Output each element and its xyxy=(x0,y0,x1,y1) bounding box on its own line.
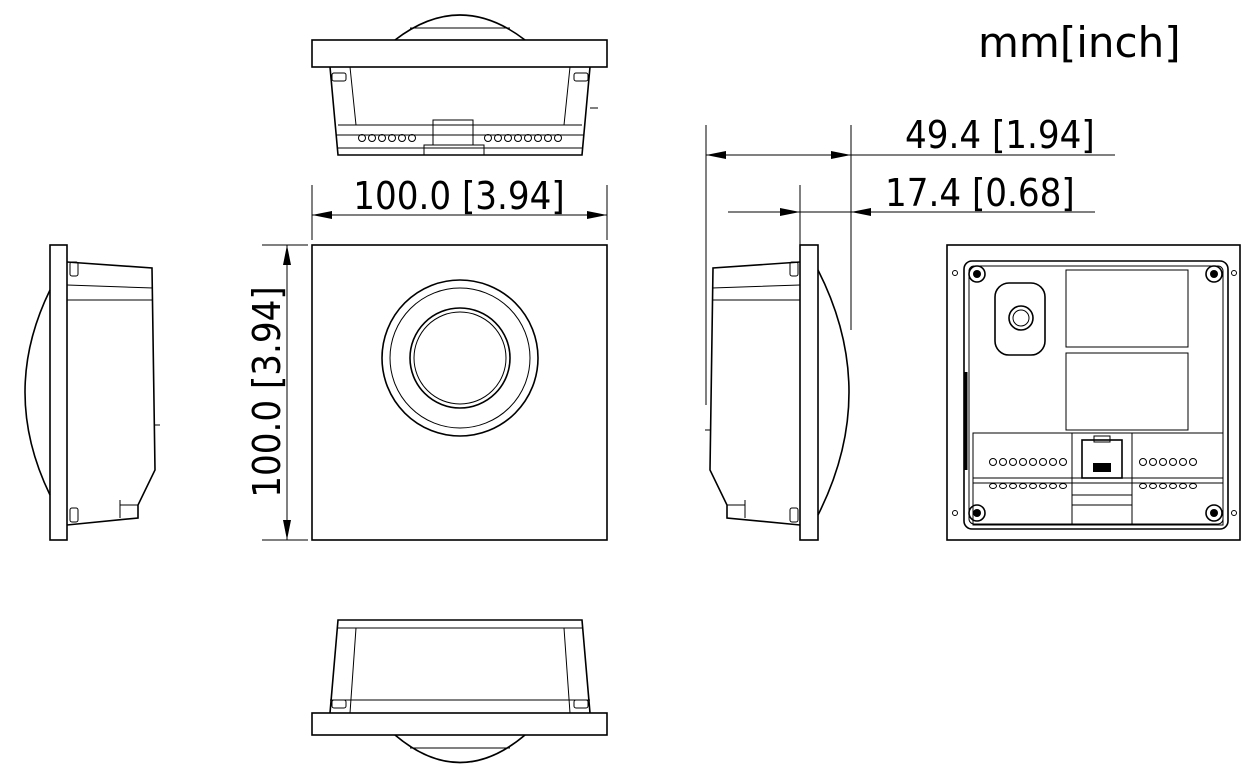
bottom-view xyxy=(311,619,608,764)
total-depth-label: 49.4 [1.94] xyxy=(905,113,1095,157)
back-terminals xyxy=(989,458,1197,489)
top-terminals xyxy=(358,134,562,142)
front-depth-dimension: 17.4 [0.68] xyxy=(728,171,1095,245)
units-label: mm[inch] xyxy=(978,18,1181,67)
right-side-view xyxy=(705,244,850,541)
corner-screws xyxy=(968,265,1223,522)
height-dimension: 100.0 [3.94] xyxy=(245,244,308,541)
width-dimension-label: 100.0 [3.94] xyxy=(353,174,564,218)
width-dimension: 100.0 [3.94] xyxy=(311,174,608,240)
left-side-view xyxy=(24,244,160,541)
top-view xyxy=(311,14,608,156)
total-depth-dimension: 49.4 [1.94] xyxy=(705,113,1115,405)
back-view xyxy=(946,244,1241,541)
height-dimension-label: 100.0 [3.94] xyxy=(245,286,289,497)
front-view xyxy=(311,244,608,541)
front-depth-label: 17.4 [0.68] xyxy=(885,171,1075,215)
